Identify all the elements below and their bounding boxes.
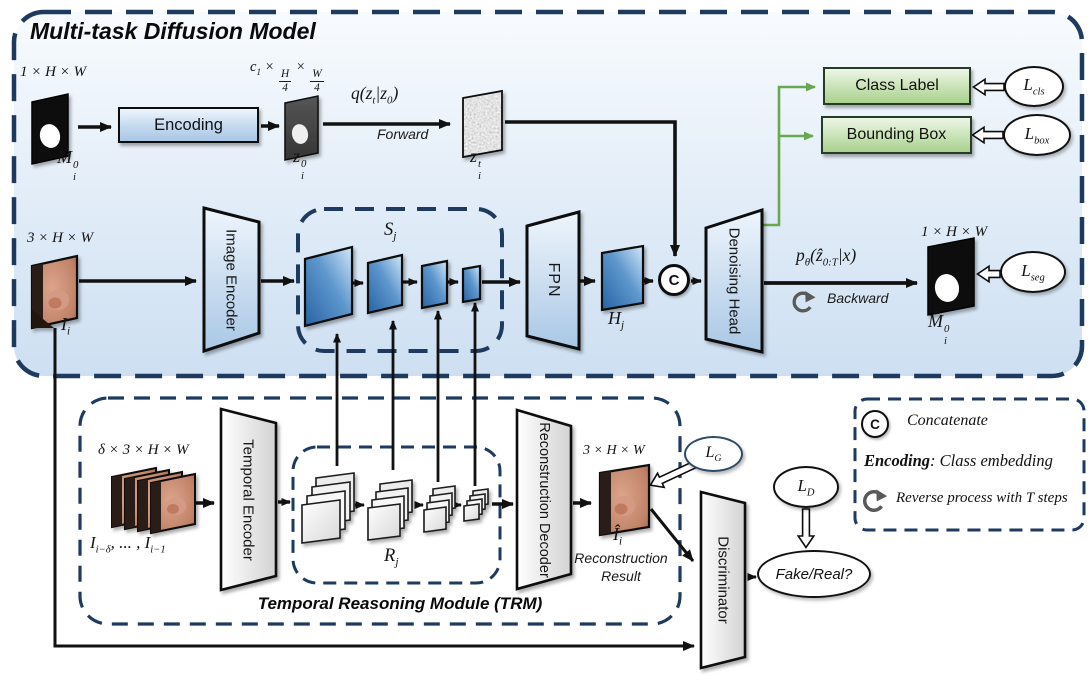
concat-node: C: [658, 264, 690, 296]
legend-reverse-text: Reverse process with T steps: [896, 490, 1068, 506]
image-encoder-label: Image Encoder: [222, 229, 240, 331]
legend-panel: [853, 397, 1086, 532]
frame-stack-image: [111, 466, 196, 535]
reconstruction-decoder-shape: [515, 408, 573, 591]
trm-panel: [78, 396, 682, 626]
stack-3: [423, 485, 456, 533]
frame-stack-dims: δ × 3 × H × W: [98, 442, 189, 458]
noisy-latent-image: [462, 89, 503, 159]
temporal-encoder-shape: [219, 407, 278, 592]
reconstruction-label: Îi: [613, 524, 623, 548]
legend-encoding-line: Encoding: Class embedding: [864, 451, 1053, 471]
noisy-to-concat-line: [505, 120, 680, 257]
trm-title: Temporal Reasoning Module (TRM): [257, 594, 543, 613]
loss-cls-label: Lcls: [1023, 75, 1045, 98]
fpn-label: FPN: [545, 262, 562, 298]
stack-4: [463, 488, 489, 522]
forward-caption: Forward: [377, 126, 429, 142]
latent-mask-image: [284, 95, 319, 161]
input-image: [30, 254, 79, 330]
fake-real-ellipse: Fake/Real?: [757, 550, 871, 598]
class-label-box: Class Label: [823, 67, 971, 105]
forward-formula: q(zt|z0): [351, 83, 399, 107]
backward-caption: Backward: [827, 290, 889, 306]
connectors: [53, 119, 918, 651]
temporal-encoder-label: Temporal Encoder: [239, 439, 257, 561]
multitask-connectors: [762, 82, 816, 227]
spatial-feature-maps: [303, 244, 645, 328]
loss-arrows: [649, 77, 1005, 549]
loss-cls-arrow: [972, 77, 1005, 97]
reconstruction-dims: 3 × H × W: [583, 443, 645, 458]
loss-box-ellipse: Lbox: [1003, 114, 1071, 156]
fake-real-label: Fake/Real?: [775, 565, 853, 583]
bounding-box-box: Bounding Box: [821, 116, 972, 154]
rj-dashed-box: [291, 445, 502, 585]
stack-1: [301, 472, 355, 544]
loss-seg-label: Lseg: [1021, 260, 1045, 284]
fpn-shape: [525, 210, 581, 351]
rj-label: Rj: [384, 546, 399, 569]
input-to-discriminator-line: [53, 328, 695, 651]
loss-seg-arrow: [976, 264, 1001, 284]
discriminator-label: Discriminator: [714, 536, 732, 624]
input-image-dims: 3 × H × W: [27, 230, 94, 246]
hj-feature-map: [600, 244, 645, 312]
denoising-head-label: Denoising Head: [725, 227, 743, 335]
encoding-box: Encoding: [118, 107, 259, 143]
legend-reverse-icon: [862, 487, 889, 512]
recon-to-discriminator-arrow: [649, 508, 695, 562]
discriminator-shape: [699, 490, 747, 670]
legend-encoding-term: Encoding: [864, 451, 931, 470]
sj-label: Sj: [384, 220, 397, 243]
stack-2: [367, 479, 413, 541]
input-mask-image: [31, 93, 69, 165]
output-mask-dims: 1 × H × W: [921, 224, 988, 240]
legend-concat-text: Concatenate: [907, 412, 988, 429]
loss-d-ellipse: LD: [773, 466, 839, 508]
loss-box-label: Lbox: [1024, 123, 1050, 147]
module-shapes: [202, 206, 764, 670]
reconstruction-caption: Reconstruction Result: [574, 550, 668, 585]
loss-g-label: LG: [705, 443, 722, 465]
sj-dashed-box: [296, 207, 504, 353]
input-image-label: Ii: [61, 314, 71, 338]
loss-g-ellipse: LG: [684, 436, 743, 472]
denoising-head-shape: [704, 207, 764, 354]
diffusion-panel: [11, 9, 1085, 379]
hj-label: Hj: [608, 308, 625, 332]
loss-box-arrow: [971, 125, 1004, 145]
mask-dims: 1 × H × W: [20, 64, 87, 80]
temporal-feature-stacks: [301, 472, 489, 544]
frame-stack-label: Ii−δ, ... , Ii−1: [90, 533, 166, 556]
loss-d-label: LD: [797, 475, 815, 499]
loss-cls-ellipse: Lcls: [1004, 66, 1064, 107]
diffusion-title: Multi-task Diffusion Model: [30, 18, 316, 44]
legend-concat-symbol: C: [861, 410, 889, 438]
backward-formula: pθ(ẑ0:T|x): [796, 245, 857, 269]
loss-seg-ellipse: Lseg: [1000, 251, 1066, 293]
reconstruction-decoder-label: Reconstruction Decoder: [536, 422, 552, 578]
image-encoder-shape: [202, 206, 261, 354]
output-mask-image: [927, 237, 975, 316]
loss-d-arrow: [796, 508, 816, 549]
reconstruction-image: [598, 463, 651, 537]
legend-encoding-desc: : Class embedding: [930, 451, 1053, 470]
